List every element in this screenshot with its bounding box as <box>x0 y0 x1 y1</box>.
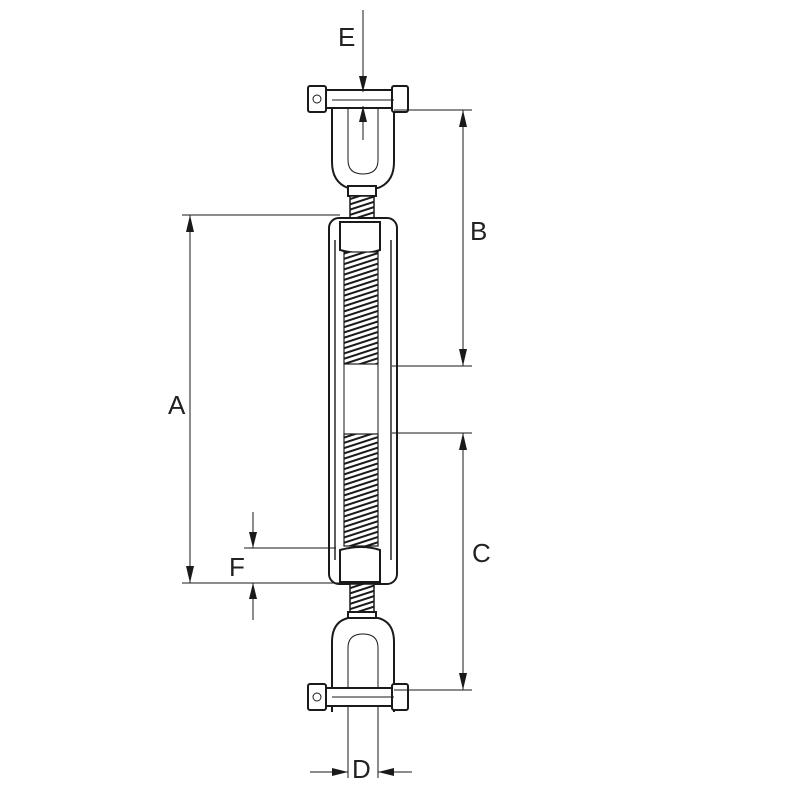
top-jaw <box>307 85 409 225</box>
upper-thread-section <box>343 251 379 365</box>
dimension-d: D <box>310 708 412 784</box>
bottom-pin-head-detail <box>312 692 322 702</box>
dimension-b: B <box>392 109 487 367</box>
label-d: D <box>352 754 371 784</box>
label-e: E <box>338 22 355 52</box>
lower-thread-section <box>343 433 379 547</box>
bottom-threaded-rod <box>349 583 375 615</box>
top-pin-nut <box>391 85 409 113</box>
top-jaw-slot <box>347 100 379 175</box>
dimension-e: E <box>338 10 367 140</box>
dimension-f: F <box>229 512 340 620</box>
top-pin-head-detail <box>312 94 322 104</box>
turnbuckle-body <box>328 217 398 585</box>
top-jaw-neck <box>347 185 377 197</box>
bottom-pin-head <box>307 683 327 711</box>
top-pin <box>313 89 405 109</box>
label-f: F <box>229 552 245 582</box>
top-pin-head <box>307 85 327 113</box>
dimension-c: C <box>392 432 491 691</box>
bottom-jaw-slot <box>347 633 379 708</box>
label-c: C <box>472 538 491 568</box>
bottom-pin-nut <box>391 683 409 711</box>
body-top-boss <box>339 221 381 254</box>
bottom-jaw <box>307 583 409 712</box>
label-a: A <box>168 390 186 420</box>
body-bottom-boss <box>339 546 381 583</box>
dimension-a: A <box>168 214 340 584</box>
label-b: B <box>470 216 487 246</box>
